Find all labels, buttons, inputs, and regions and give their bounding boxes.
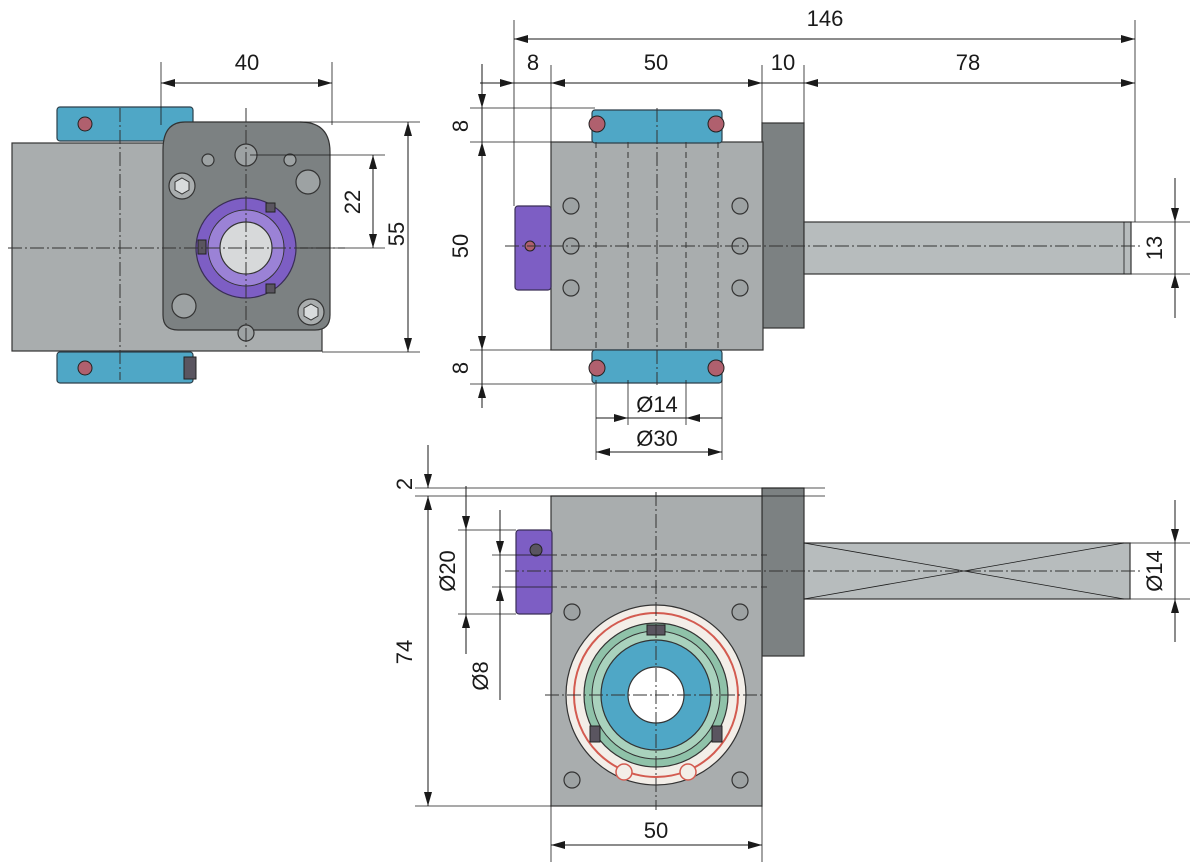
set-screw-icon — [707, 115, 725, 133]
dim-2: 2 — [392, 478, 417, 490]
dim-dia-20: Ø20 — [435, 550, 460, 592]
dim-50-bottom: 50 — [644, 818, 668, 843]
clamp-purple-top — [515, 529, 553, 615]
mount-hole — [562, 197, 580, 215]
mount-hole — [562, 279, 580, 297]
dim-8-top: 8 — [527, 50, 539, 75]
mount-hole — [295, 169, 321, 195]
mount-hole — [731, 603, 749, 621]
mount-hole — [731, 197, 749, 215]
set-screw-icon — [77, 116, 93, 132]
dim-50-left: 50 — [448, 234, 473, 258]
dim-10-top: 10 — [771, 50, 795, 75]
key — [711, 725, 723, 743]
set-screw-icon — [588, 115, 606, 133]
dim-dia-30: Ø30 — [636, 426, 678, 451]
flange-top — [761, 487, 805, 657]
set-screw-icon — [529, 543, 543, 557]
dim-13: 13 — [1142, 236, 1167, 260]
dim-dia-14: Ø14 — [636, 392, 678, 417]
dim-40: 40 — [235, 50, 259, 75]
key — [265, 283, 276, 294]
bottom-top-view: 2 74 Ø20 Ø8 Ø14 50 — [392, 445, 1190, 862]
key — [589, 725, 601, 743]
set-screw-icon — [77, 360, 93, 376]
mount-hole — [563, 603, 581, 621]
clamp-bottom-left — [56, 351, 194, 384]
left-end-view: 40 22 55 — [8, 50, 420, 384]
hex-socket-screw-icon — [168, 172, 196, 200]
dim-8-left-top: 8 — [448, 120, 473, 132]
mount-hole — [731, 279, 749, 297]
mount-hole — [563, 771, 581, 789]
hex-socket-screw-icon — [297, 298, 325, 326]
dim-50-top: 50 — [644, 50, 668, 75]
dim-74: 74 — [392, 640, 417, 664]
key — [197, 239, 207, 255]
top-right-side-view: 146 8 50 10 78 8 50 8 13 — [448, 6, 1190, 460]
output-shaft — [803, 221, 1132, 275]
dim-dia-14-shaft: Ø14 — [1142, 550, 1167, 592]
set-screw-icon — [183, 356, 197, 380]
dim-55: 55 — [384, 222, 409, 246]
dim-dia-8: Ø8 — [468, 661, 493, 690]
set-screw-icon — [615, 763, 633, 781]
dim-78-top: 78 — [956, 50, 980, 75]
dim-22: 22 — [340, 190, 365, 214]
dim-8-left-bottom: 8 — [448, 362, 473, 374]
mount-hole — [201, 153, 215, 167]
set-screw-icon — [588, 359, 606, 377]
set-screw-icon — [707, 359, 725, 377]
set-screw-icon — [679, 763, 697, 781]
dim-146: 146 — [807, 6, 844, 31]
mount-hole — [731, 771, 749, 789]
mount-hole — [283, 153, 297, 167]
flange-side — [761, 122, 805, 329]
mount-hole — [171, 293, 197, 319]
key — [265, 202, 276, 213]
